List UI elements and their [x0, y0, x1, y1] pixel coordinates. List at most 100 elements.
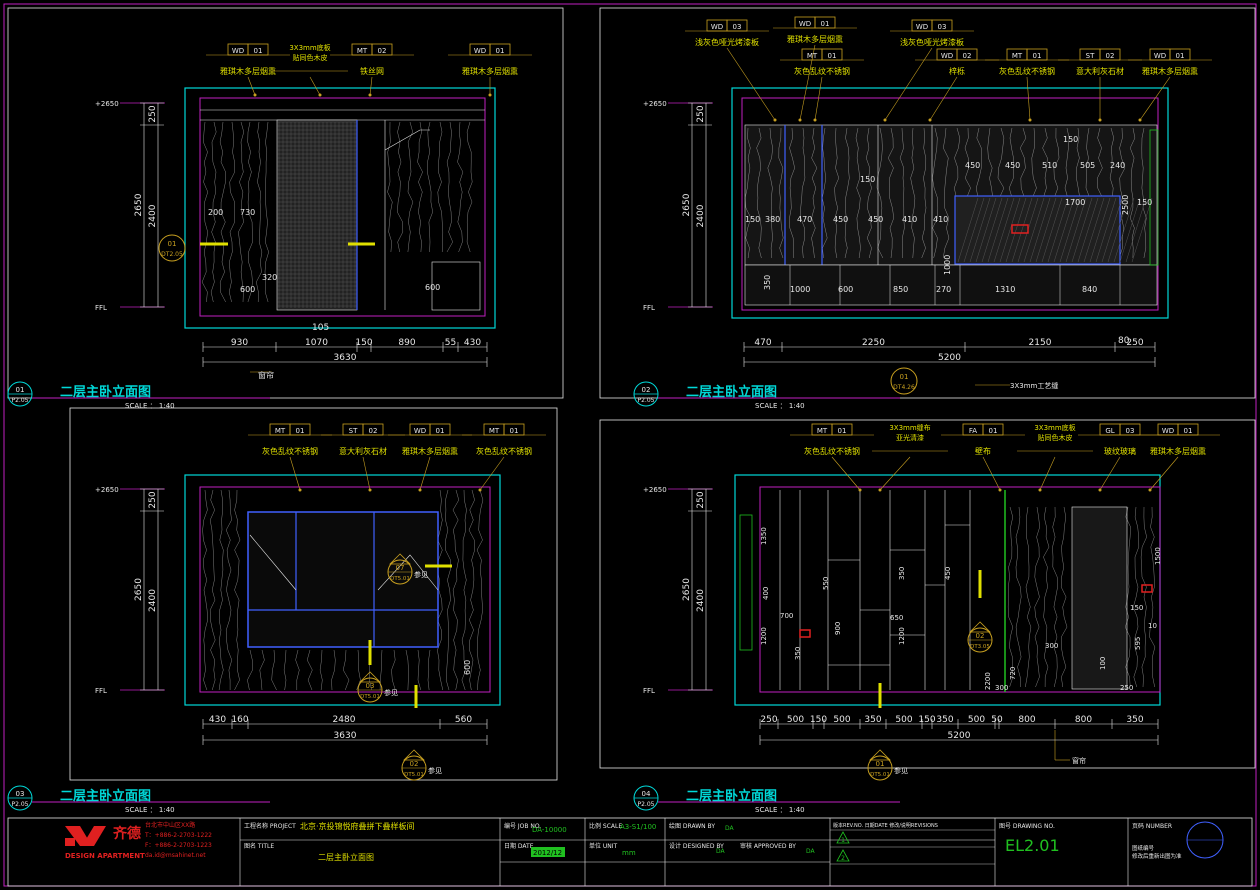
- grain-line: [800, 127, 806, 259]
- section-label: 参见: [384, 688, 398, 697]
- section-top: 01: [168, 240, 177, 248]
- tag-num: 01: [1184, 427, 1193, 435]
- inner-dim: 320: [262, 273, 277, 282]
- hatch-line: [1047, 197, 1069, 263]
- wood-grain: [1007, 506, 1156, 688]
- grain-line: [756, 127, 762, 259]
- tag-description: 铁丝网: [360, 66, 384, 76]
- number-note-line: 图纸编号: [1132, 844, 1155, 852]
- grain-line: [256, 121, 263, 303]
- grain-line: [811, 127, 818, 259]
- leader-dot: [488, 93, 492, 97]
- tag-description: 雅琪木多层烟熏: [462, 66, 518, 76]
- hdim: 350: [864, 715, 881, 725]
- hatch-line: [1053, 197, 1075, 263]
- inner-dim: 300: [1045, 642, 1058, 650]
- grain-line: [1007, 506, 1014, 688]
- panel-scale: SCALE ： 1:40: [755, 402, 805, 410]
- section-marker[interactable]: [890, 367, 918, 395]
- inner-dim: 600: [838, 285, 853, 294]
- inner-dim: 200: [208, 208, 223, 217]
- section-marker[interactable]: [158, 234, 186, 262]
- tag-code: MT: [807, 52, 818, 60]
- grain-line: [201, 121, 209, 303]
- tag-description: 浅灰色哑光烤漆板: [900, 37, 964, 47]
- company-address: 台北市中山区XX路T：+886-2-2703-1222F：+886-2-2703…: [144, 821, 212, 859]
- grain-line: [234, 489, 241, 691]
- section-bottom: DT4.26: [893, 384, 915, 391]
- level-bottom: FFL: [95, 304, 107, 312]
- grain-line: [834, 127, 840, 259]
- grain-line: [887, 127, 895, 259]
- hdim: 800: [1075, 715, 1092, 725]
- bubble-top: 03: [16, 790, 25, 798]
- grain-line: [1124, 506, 1131, 688]
- grain-line: [844, 127, 850, 259]
- hdim-total: 5200: [948, 731, 971, 741]
- grain-line: [437, 121, 444, 253]
- hatch-line: [1011, 197, 1033, 263]
- tag-description-line: 亚光清漆: [896, 433, 924, 442]
- tag-code: MT: [489, 427, 500, 435]
- grain-line: [468, 489, 475, 691]
- leader-dot: [1148, 488, 1152, 492]
- section-top: 02: [410, 760, 419, 768]
- inner-dim: 600: [240, 285, 255, 294]
- title-label: 图名 TITLE: [244, 842, 274, 850]
- number-label: 页码 NUMBER: [1132, 822, 1172, 830]
- level-top: +2650: [643, 486, 667, 494]
- level-top: +2650: [643, 100, 667, 108]
- inner-dim: 150: [1063, 135, 1078, 144]
- leader-dot: [878, 488, 882, 492]
- designed-label: 设计 DESIGNED BY: [669, 842, 724, 850]
- hatch-line: [1113, 197, 1135, 263]
- leader-line: [799, 44, 816, 121]
- hdim: 470: [754, 338, 771, 348]
- leader-line: [1099, 456, 1121, 491]
- leader-dot: [368, 93, 372, 97]
- inner-dim: 1200: [760, 627, 768, 645]
- inner-dim: 2500: [1121, 195, 1130, 215]
- callout-bottom: 窗帘: [258, 370, 274, 380]
- tag-description: 雅琪木多层烟熏: [1150, 446, 1206, 456]
- inner-dim: 1000: [943, 255, 952, 275]
- grain-line: [238, 121, 245, 303]
- tag-num: 01: [496, 47, 505, 55]
- grain-line: [437, 489, 443, 691]
- designed-value: DA: [716, 848, 726, 855]
- hatch-line: [1107, 197, 1129, 263]
- hdim: 350: [1126, 715, 1143, 725]
- inner-dim: 700: [780, 612, 793, 620]
- hatch-line: [1071, 197, 1093, 263]
- grain-line: [225, 489, 233, 690]
- window-frame: [247, 511, 439, 648]
- tag-num: 01: [436, 427, 445, 435]
- grain-line: [778, 127, 784, 259]
- inner-dim: 470: [797, 215, 812, 224]
